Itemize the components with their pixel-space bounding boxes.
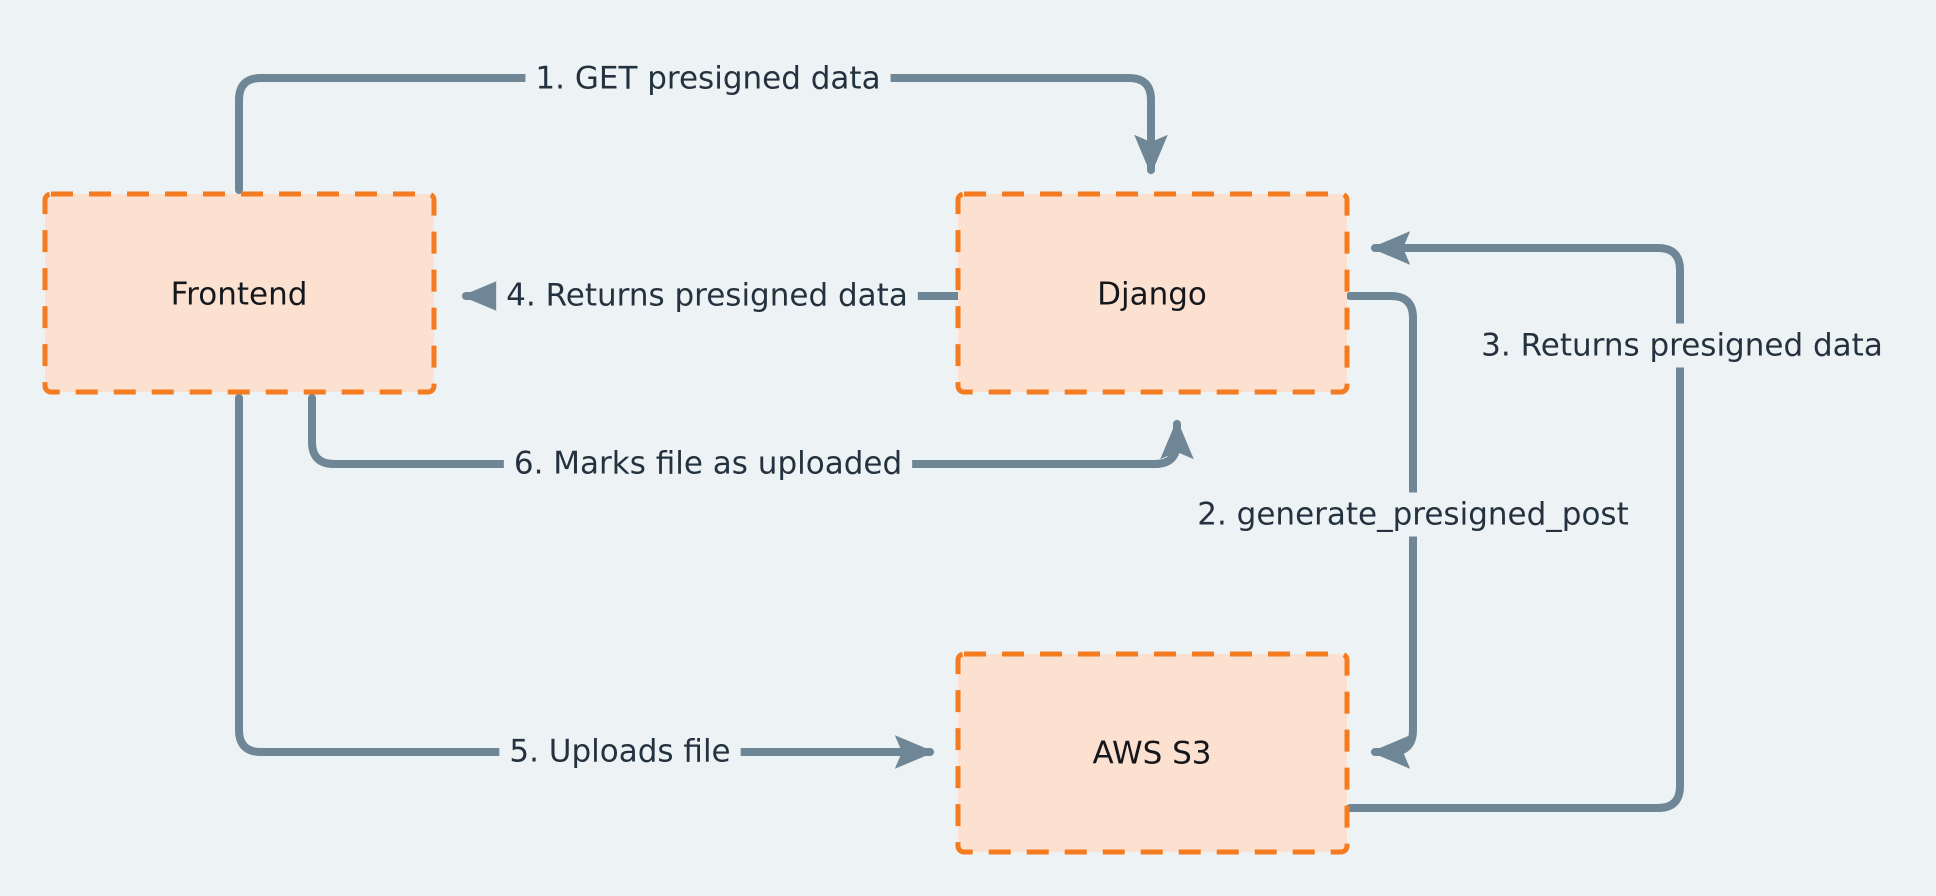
node-aws-s3-box[interactable]: [955, 651, 1350, 855]
node-django-label: Django: [1097, 277, 1207, 313]
node-django[interactable]: Django: [955, 191, 1350, 395]
edge-4-label: 4. Returns presigned data: [506, 278, 908, 314]
edge-3-returns-presigned-data: 3. Returns presigned data: [1346, 231, 1893, 812]
node-aws-s3-label: AWS S3: [1092, 736, 1211, 772]
node-django-box[interactable]: [955, 191, 1350, 395]
edge-3-label: 3. Returns presigned data: [1481, 328, 1883, 364]
node-aws-s3[interactable]: AWS S3: [955, 651, 1350, 855]
edge-5-label: 5. Uploads file: [509, 734, 730, 770]
edge-5-path: [235, 394, 935, 769]
edge-3-label-backdrop: [1471, 323, 1893, 368]
edge-1-label: 1. GET presigned data: [535, 61, 880, 97]
edge-4-label-backdrop: [496, 273, 918, 318]
node-frontend-label: Frontend: [171, 277, 308, 313]
edge-2-generate-presigned-post: 2. generate_presigned_post: [1187, 292, 1639, 769]
edge-5-uploads-file: 5. Uploads file: [235, 394, 935, 774]
edge-2-label: 2. generate_presigned_post: [1197, 497, 1628, 533]
node-frontend[interactable]: Frontend: [42, 191, 437, 395]
edge-3-path: [1346, 231, 1684, 812]
edge-1-get-presigned-data: 1. GET presigned data: [235, 56, 1168, 194]
edge-4-returns-presigned-data: 4. Returns presigned data: [461, 273, 962, 318]
edge-6-label-backdrop: [503, 441, 913, 486]
edge-5-label-backdrop: [499, 729, 741, 774]
edge-6-label: 6. Marks file as uploaded: [514, 446, 902, 482]
edge-6-marks-file-as-uploaded: 6. Marks file as uploaded: [308, 394, 1194, 486]
node-frontend-box[interactable]: [42, 191, 437, 395]
edge-1-label-backdrop: [525, 56, 891, 101]
edge-2-label-backdrop: [1187, 492, 1639, 537]
